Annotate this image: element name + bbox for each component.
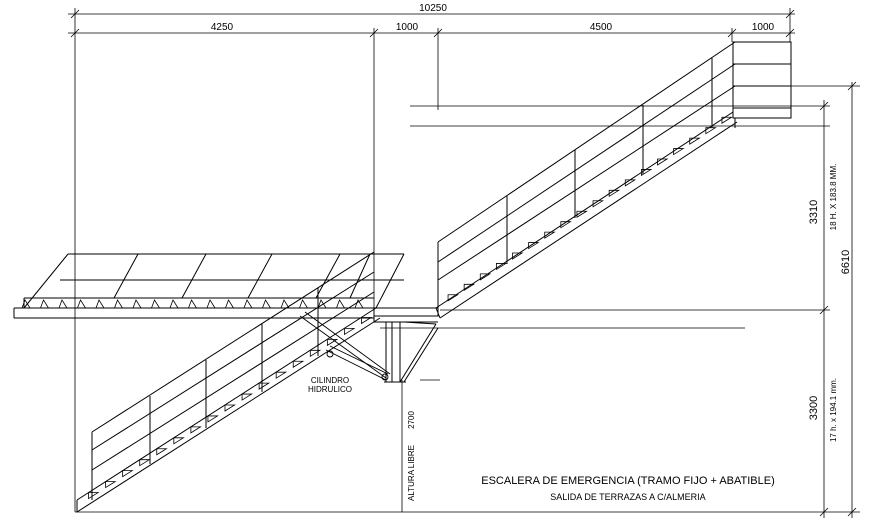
dim-total-height: 6610 bbox=[840, 250, 852, 274]
dim-clear-height-value: 2700 bbox=[407, 411, 416, 429]
folding-section-treads bbox=[21, 299, 364, 309]
tread bbox=[298, 299, 309, 309]
middle-landing bbox=[373, 307, 439, 323]
tread bbox=[21, 299, 31, 309]
dim-clear-height-label: ALTURA LIBRE bbox=[407, 445, 416, 501]
tread bbox=[576, 210, 588, 218]
upper-flight-handrail bbox=[437, 41, 736, 308]
tread bbox=[173, 437, 185, 445]
tread bbox=[224, 404, 236, 412]
tread bbox=[292, 360, 305, 368]
tread bbox=[673, 148, 685, 156]
tread bbox=[187, 299, 198, 309]
dim-segment-4: 1000 bbox=[752, 22, 775, 33]
tread bbox=[39, 299, 50, 309]
tread bbox=[139, 459, 151, 467]
tread bbox=[495, 263, 508, 271]
tread bbox=[592, 200, 605, 208]
tread bbox=[76, 299, 87, 309]
tread bbox=[326, 338, 339, 347]
tread bbox=[560, 221, 572, 229]
tread bbox=[657, 158, 669, 166]
tread bbox=[447, 294, 460, 302]
dim-lower-steps: 17 h. x 194.1 mm. bbox=[829, 378, 838, 442]
tread bbox=[150, 299, 161, 309]
tread bbox=[88, 492, 100, 500]
tread bbox=[190, 426, 202, 434]
drawing-subtitle: SALIDA DE TERRAZAS A C/ALMERIA bbox=[550, 492, 705, 502]
tread bbox=[105, 481, 117, 489]
tread bbox=[261, 299, 272, 309]
tread bbox=[479, 273, 492, 281]
hydraulic-cylinder bbox=[299, 311, 391, 381]
lower-flight-handrail bbox=[91, 251, 375, 500]
tread bbox=[544, 231, 556, 239]
tread bbox=[95, 299, 105, 309]
upper-flight-treads bbox=[447, 116, 733, 302]
dim-upper-steps: 18 H. X 183.8 MM. bbox=[829, 164, 838, 231]
tread bbox=[608, 189, 621, 198]
tread bbox=[512, 252, 524, 260]
tread bbox=[335, 299, 346, 309]
tread bbox=[640, 169, 653, 177]
drawing-title: ESCALERA DE EMERGENCIA (TRAMO FIJO + ABA… bbox=[481, 475, 775, 487]
tread bbox=[705, 127, 717, 135]
tread bbox=[689, 137, 701, 145]
tread bbox=[58, 299, 68, 309]
dim-segment-3: 4500 bbox=[590, 22, 613, 33]
tread bbox=[224, 299, 235, 309]
cylinder-label-line1: CILINDRO bbox=[311, 376, 349, 385]
tread bbox=[113, 299, 124, 309]
tread bbox=[156, 448, 168, 456]
tread bbox=[275, 371, 288, 379]
top-dimension-lines bbox=[68, 8, 795, 512]
tread bbox=[280, 299, 290, 309]
tread bbox=[309, 349, 322, 358]
dim-segment-2: 1000 bbox=[396, 22, 419, 33]
tread bbox=[258, 382, 271, 390]
landing-support-column bbox=[384, 321, 439, 383]
tread bbox=[241, 393, 254, 401]
tread bbox=[344, 328, 356, 336]
tread bbox=[169, 299, 179, 309]
lower-flight-stringer bbox=[76, 307, 381, 513]
dim-lower-rise: 3300 bbox=[808, 396, 820, 420]
tread bbox=[624, 179, 637, 187]
dim-upper-rise: 3310 bbox=[808, 200, 820, 224]
tread bbox=[361, 317, 373, 325]
top-landing bbox=[732, 41, 792, 128]
tread bbox=[317, 299, 327, 309]
lower-flight-treads bbox=[88, 317, 373, 500]
tread bbox=[207, 415, 219, 423]
tread bbox=[463, 283, 476, 292]
tread bbox=[721, 116, 733, 124]
cylinder-label-line2: HIDRULICO bbox=[308, 385, 352, 394]
folding-section-frame bbox=[13, 253, 405, 319]
dim-total-width: 10250 bbox=[419, 3, 447, 14]
tread bbox=[243, 299, 253, 309]
tread bbox=[354, 299, 364, 309]
tread bbox=[132, 299, 142, 309]
right-dimension-lines bbox=[75, 81, 860, 518]
tread bbox=[122, 470, 134, 478]
tread bbox=[528, 242, 540, 250]
dim-segment-1: 4250 bbox=[211, 22, 234, 33]
tread bbox=[206, 299, 216, 309]
